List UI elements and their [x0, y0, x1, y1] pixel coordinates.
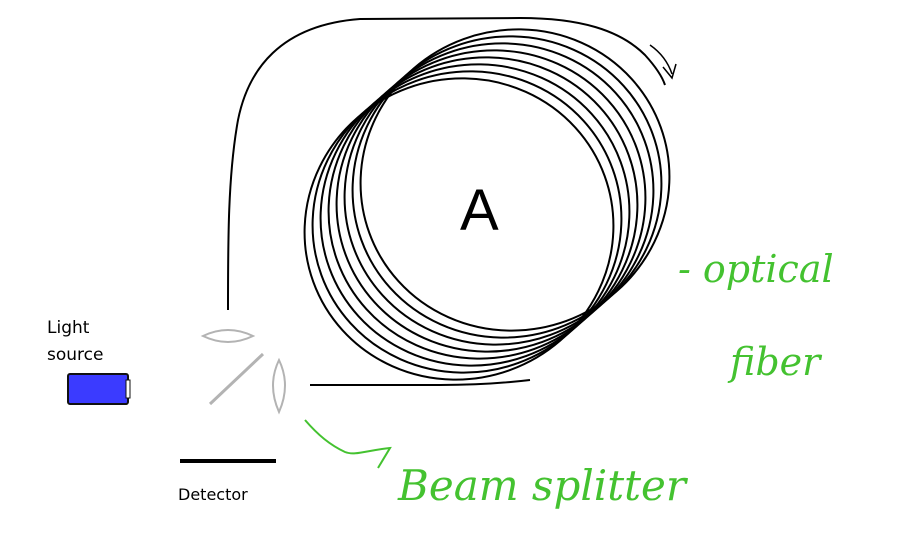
handwritten-annotations: Beam splitter - optical fiber	[304, 247, 834, 510]
right-lens	[272, 357, 286, 415]
optical-fiber-annotation-line1: - optical	[678, 247, 834, 291]
light-source-box	[67, 373, 129, 405]
fiber-coil-loop	[351, 35, 663, 339]
beam-splitter-pointer	[304, 419, 392, 469]
fiber-lead-top	[227, 16, 666, 311]
fiber-coil-loop	[319, 63, 631, 367]
fiber-lead-bottom	[310, 379, 531, 386]
clockwise-arrow-icon	[649, 44, 677, 80]
fiber-coil-loop	[311, 70, 623, 374]
light-source-label-line2: source	[47, 345, 103, 365]
area-label: A	[460, 178, 499, 243]
light-source	[67, 373, 131, 405]
fiber-coil-loop	[327, 56, 639, 360]
detector-label: Detector	[178, 485, 248, 504]
optics	[200, 329, 286, 415]
fiber-coil-loop	[335, 49, 647, 353]
fiber-coil-loops	[303, 28, 671, 381]
fiber-coil-loop	[343, 42, 655, 346]
top-lens	[200, 329, 256, 343]
beam-splitter-plate	[208, 352, 265, 406]
fiber-coil-loop	[303, 77, 615, 381]
beam-splitter-annotation: Beam splitter	[397, 461, 689, 510]
optical-fiber-annotation-line2: fiber	[727, 340, 823, 384]
fiber-coil-loop	[359, 28, 671, 332]
light-source-label-line1: Light	[47, 318, 90, 338]
